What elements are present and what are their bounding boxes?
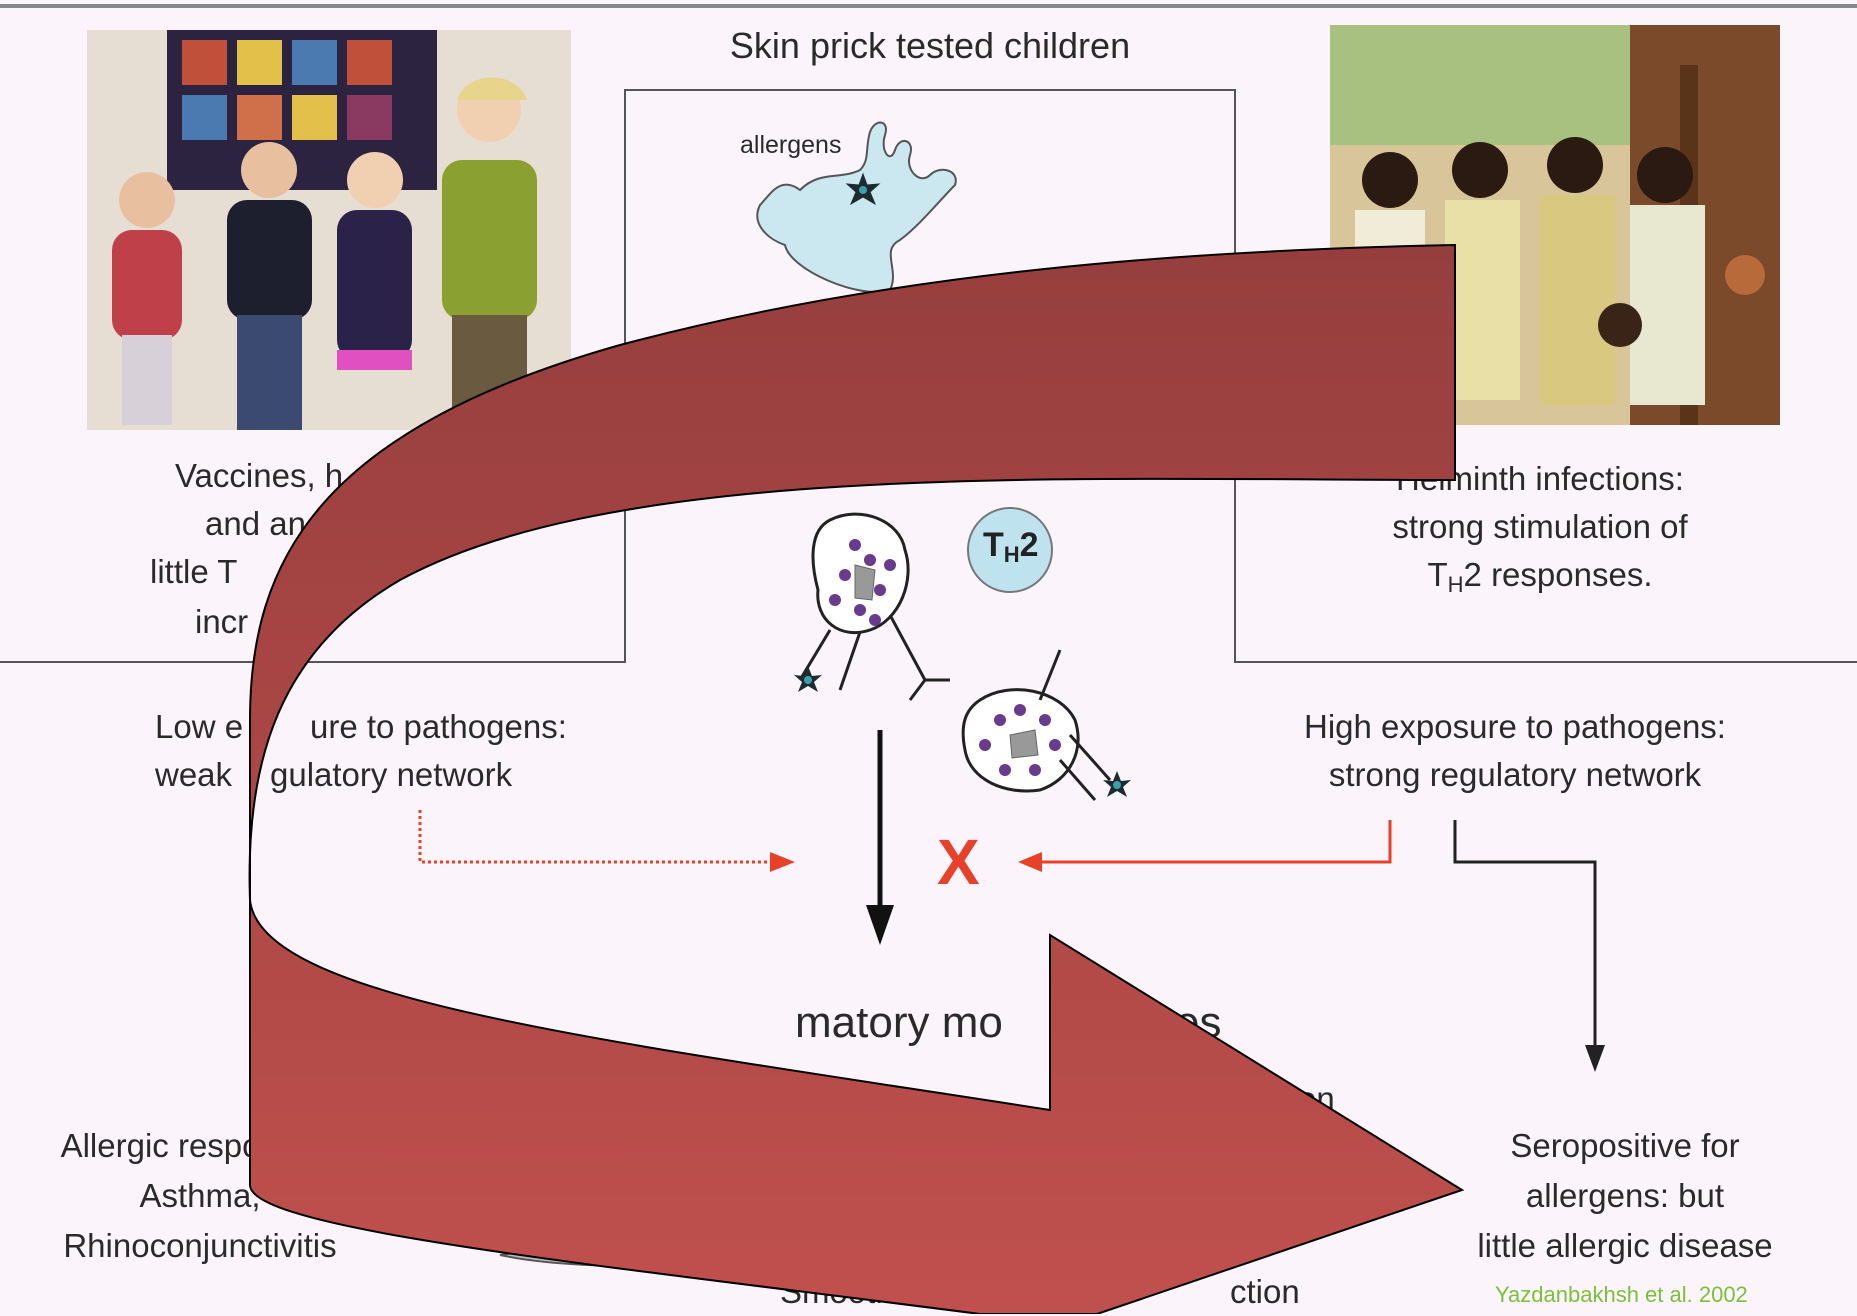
right-caption-line-3: TH2 responses. (1300, 551, 1780, 609)
left-caption-line-1: Vaccines, h (175, 457, 344, 494)
th2-responses: 2 responses. (1463, 556, 1653, 593)
allergic-responses-line-3: Rhinoconjunctivitis (63, 1227, 337, 1264)
citation-credit: Yazdanbakhsh et al. 2002 (1495, 1282, 1748, 1307)
low-exposure-line-2b: gulatory network (270, 756, 513, 793)
th2-cell-label: TH2 (983, 526, 1039, 567)
photo-western-children (87, 30, 571, 430)
allergic-responses-line-2: Asthma, (139, 1177, 261, 1214)
left-caption-line-2: and an (205, 505, 306, 542)
left-caption-line-3: little T (150, 553, 238, 590)
th2-t: T (1427, 556, 1448, 593)
seropositive-line-3: little allergic disease (1477, 1227, 1773, 1264)
block-mark: X (937, 826, 980, 898)
seropositive-line-1: Seropositive for (1510, 1127, 1740, 1164)
allergens-label: allergens (740, 131, 842, 159)
arrow-body (248, 243, 1465, 1314)
diagram-title: Skin prick tested children (729, 25, 1131, 66)
high-exposure-line-1: High exposure to pathogens: (1304, 708, 1726, 745)
allergen-star-icon (845, 172, 881, 206)
seropositive-line-2: allergens: but (1525, 1177, 1725, 1214)
mediators-text-a: matory mo (795, 998, 1003, 1047)
th2-h-subscript: H (1447, 572, 1464, 597)
low-exposure-line-1b: ure to pathogens: (310, 708, 567, 745)
left-caption-line-4: incr (195, 603, 249, 640)
right-caption-line-2: strong stimulation of (1392, 508, 1688, 545)
low-exposure-line-2a: weak (155, 756, 233, 793)
low-exposure-line-1a: Low e (155, 708, 244, 745)
high-exposure-line-2: strong regulatory network (1328, 756, 1702, 793)
smooth-muscle-text-b: ction (1230, 1273, 1300, 1310)
